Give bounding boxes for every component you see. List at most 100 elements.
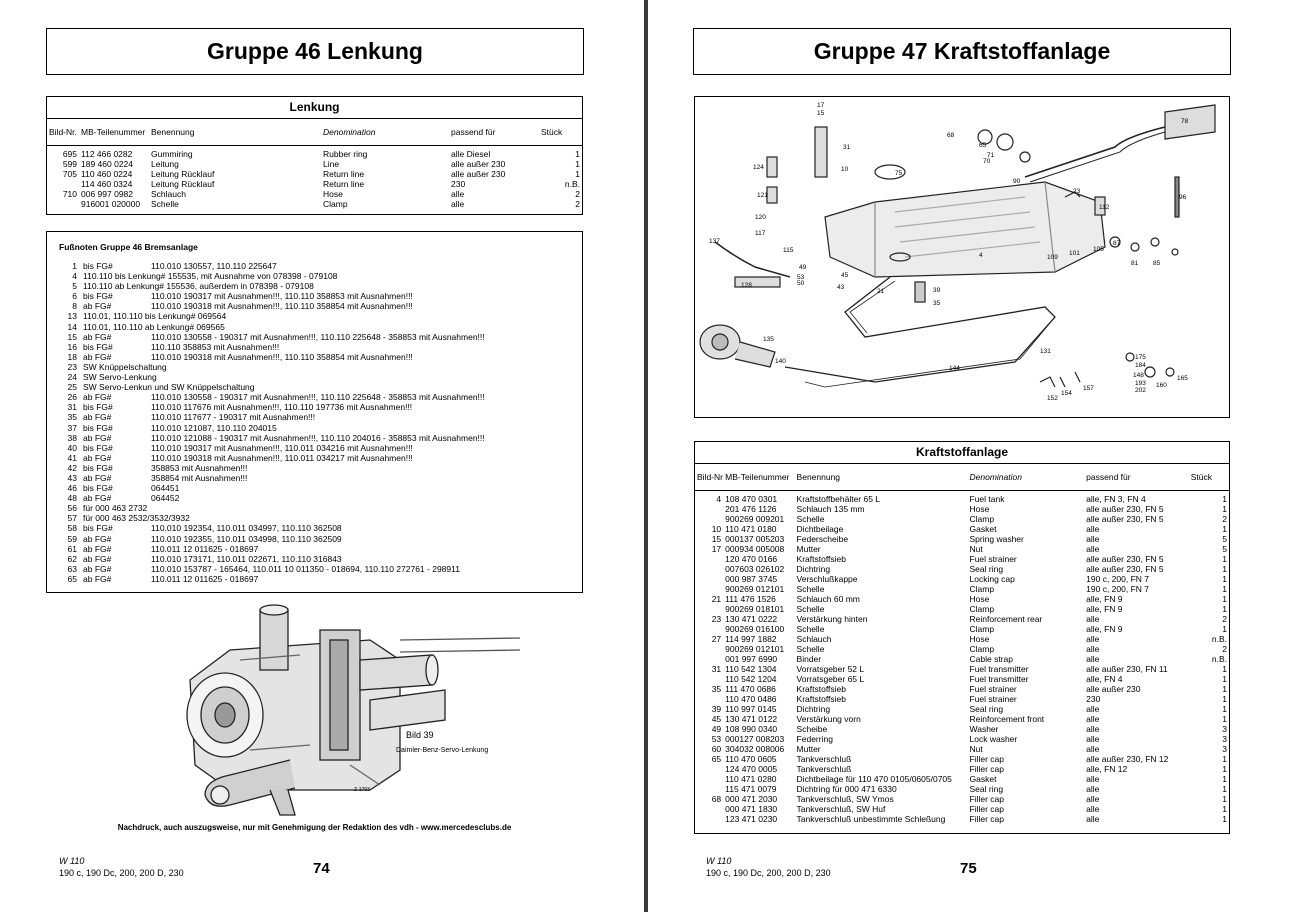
- table-cell: 27: [711, 634, 722, 644]
- table-cell: 124 470 0005: [725, 764, 778, 774]
- footnote-part: 43: [67, 472, 77, 483]
- table-cell: 114 460 0324: [81, 179, 133, 189]
- footnote-part: 41: [67, 452, 77, 463]
- diagram-callout: 117: [755, 230, 766, 237]
- table-cell: alle, FN 9: [1086, 594, 1123, 604]
- table-cell: Schelle: [796, 644, 825, 654]
- table-cell: Seal ring: [969, 564, 1004, 574]
- footnote-part: 56: [67, 503, 77, 514]
- diagram-callout: 124: [753, 164, 764, 171]
- table-cell: Tankverschluß, SW Huf: [796, 804, 886, 814]
- diagram-callout: 160: [1156, 382, 1167, 389]
- footnote-part: 110.010 190318 mit Ausnahmen!!!, 110.110…: [151, 351, 413, 362]
- table-cell: 190 c, 200, FN 7: [1086, 574, 1149, 584]
- diagram-callout: 140: [775, 358, 786, 365]
- table-cell: alle: [1086, 654, 1100, 664]
- table-cell: Rubber ring: [323, 149, 368, 159]
- footnote-part: 16: [67, 341, 77, 352]
- table-cell: alle: [1086, 814, 1100, 824]
- servo-steering-illustration: Bild 39 Daimler-Benz-Servo-Lenkung Z-179…: [186, 604, 520, 816]
- table-cell: Dichtbeilage für 110 470 0105/0605/0705: [796, 774, 952, 784]
- diagram-callout: 31: [843, 144, 851, 151]
- table-cell: Dichtbeilage: [796, 524, 844, 534]
- table-cell: 1: [1222, 624, 1227, 634]
- diagram-callout: 152: [1047, 395, 1058, 402]
- table-cell: 000934 005008: [725, 544, 785, 554]
- footnote-part: 8: [72, 301, 77, 312]
- table-cell: 5: [1222, 534, 1227, 544]
- table-cell: Schlauch: [796, 634, 832, 644]
- table-cell: Schelle: [796, 604, 825, 614]
- table-cell: [695, 674, 723, 684]
- column-header: MB-Teilenummer: [81, 127, 146, 137]
- table-cell: alle: [1086, 804, 1100, 814]
- footnote-part: bis FG#: [83, 462, 113, 473]
- table-cell: alle außer 230: [451, 159, 506, 169]
- fuel-system-drawing: 1715311012412112011713711512868657170759…: [699, 102, 1216, 402]
- footnote-part: 14: [67, 321, 77, 332]
- column-header: Bild-Nr.: [49, 127, 77, 137]
- table-cell: 916001 020000: [81, 199, 141, 209]
- diagram-callout: 39: [933, 287, 941, 294]
- table-cell: [695, 624, 723, 634]
- table-cell: 000127 008203: [725, 734, 785, 744]
- table-cell: 130 471 0222: [725, 614, 778, 624]
- footnote-part: ab FG#: [83, 543, 112, 554]
- footnote-part: 5: [72, 281, 77, 292]
- table-cell: alle: [1086, 774, 1100, 784]
- footnote-part: 4: [72, 271, 77, 282]
- footnote-part: 110.110 358853 mit Ausnahmen!!!: [151, 341, 280, 352]
- footnote-part: 110.110 ab Lenkung# 155536, außerdem in …: [83, 281, 314, 292]
- table-cell: 007603 026102: [725, 564, 785, 574]
- table-cell: 4: [716, 494, 722, 504]
- table-cell: Gasket: [969, 524, 997, 534]
- diagram-callout: 15: [817, 110, 825, 117]
- table-cell: 001 997 6990: [725, 654, 778, 664]
- footnote-part: 110.010 130558 - 190317 mit Ausnahmen!!!…: [151, 392, 485, 403]
- diagram-callout: 78: [1181, 118, 1189, 125]
- table-cell: alle: [1086, 794, 1100, 804]
- table-cell: Verschlußkappe: [796, 574, 858, 584]
- table-cell: 2: [1222, 614, 1227, 624]
- table-cell: 000137 005203: [725, 534, 785, 544]
- diagram-callout: 10: [841, 166, 849, 173]
- image-caption-2: Daimler-Benz-Servo-Lenkung: [396, 747, 488, 754]
- table-cell: 114 997 1882: [725, 634, 777, 644]
- table-cell: Dichtring: [796, 564, 831, 574]
- footnote-part: 6: [72, 291, 77, 302]
- table-cell: Schelle: [151, 199, 179, 209]
- table-cell: [695, 814, 723, 824]
- table-cell: 1: [1222, 814, 1227, 824]
- footnote-part: bis FG#: [83, 442, 113, 453]
- table-cell: Schelle: [796, 624, 825, 634]
- table-cell: 710: [62, 189, 77, 199]
- footnote-part: 110.010 153787 - 165464, 110.011 10 0113…: [151, 563, 460, 574]
- table-cell: 599: [62, 159, 77, 169]
- table-cell: Clamp: [969, 584, 995, 594]
